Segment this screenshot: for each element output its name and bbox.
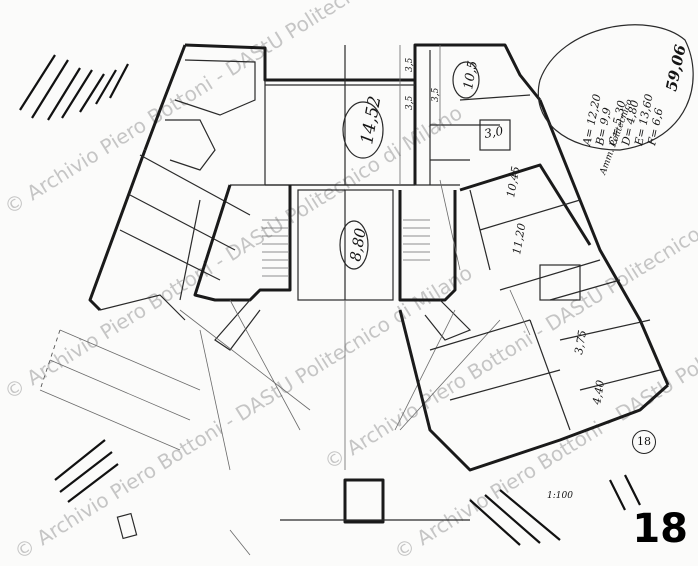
dimension-label: 3,5 (405, 95, 415, 110)
room-label: 10,5 (461, 60, 481, 91)
scale-note: 1:100 (547, 491, 573, 501)
page-number: 18 (632, 506, 688, 552)
central-stair-core (179, 184, 501, 470)
entrance-block (116, 478, 470, 556)
room-label: 3,0 (483, 124, 505, 141)
room-label: 4,40 (590, 379, 607, 406)
hatch-marks-bottom-right (469, 474, 641, 546)
hatch-marks-top-left (19, 54, 129, 121)
left-wing (39, 149, 251, 471)
hatch-marks-bottom-left (54, 439, 119, 503)
dimension-label: 3,5 (431, 87, 441, 102)
room-label: 11,20 (510, 222, 528, 255)
sheet-reference-circle: 18 (632, 430, 656, 454)
dimension-labels: 3,5 3,5 3,5 (405, 57, 441, 110)
stair-treads-left (262, 219, 288, 277)
room-label: 3,75 (572, 329, 589, 355)
dimension-label: 3,5 (405, 57, 415, 72)
room-label: 8,80 (346, 226, 370, 262)
right-wing (398, 99, 670, 472)
watermark-line: © Archivio Piero Bottoni - DAStU Politec… (0, 100, 466, 404)
room-label: 10,45 (504, 165, 522, 198)
calc-total: 59,06 (662, 43, 689, 93)
central-top-block (143, 43, 542, 186)
stair-treads-right (403, 219, 430, 261)
